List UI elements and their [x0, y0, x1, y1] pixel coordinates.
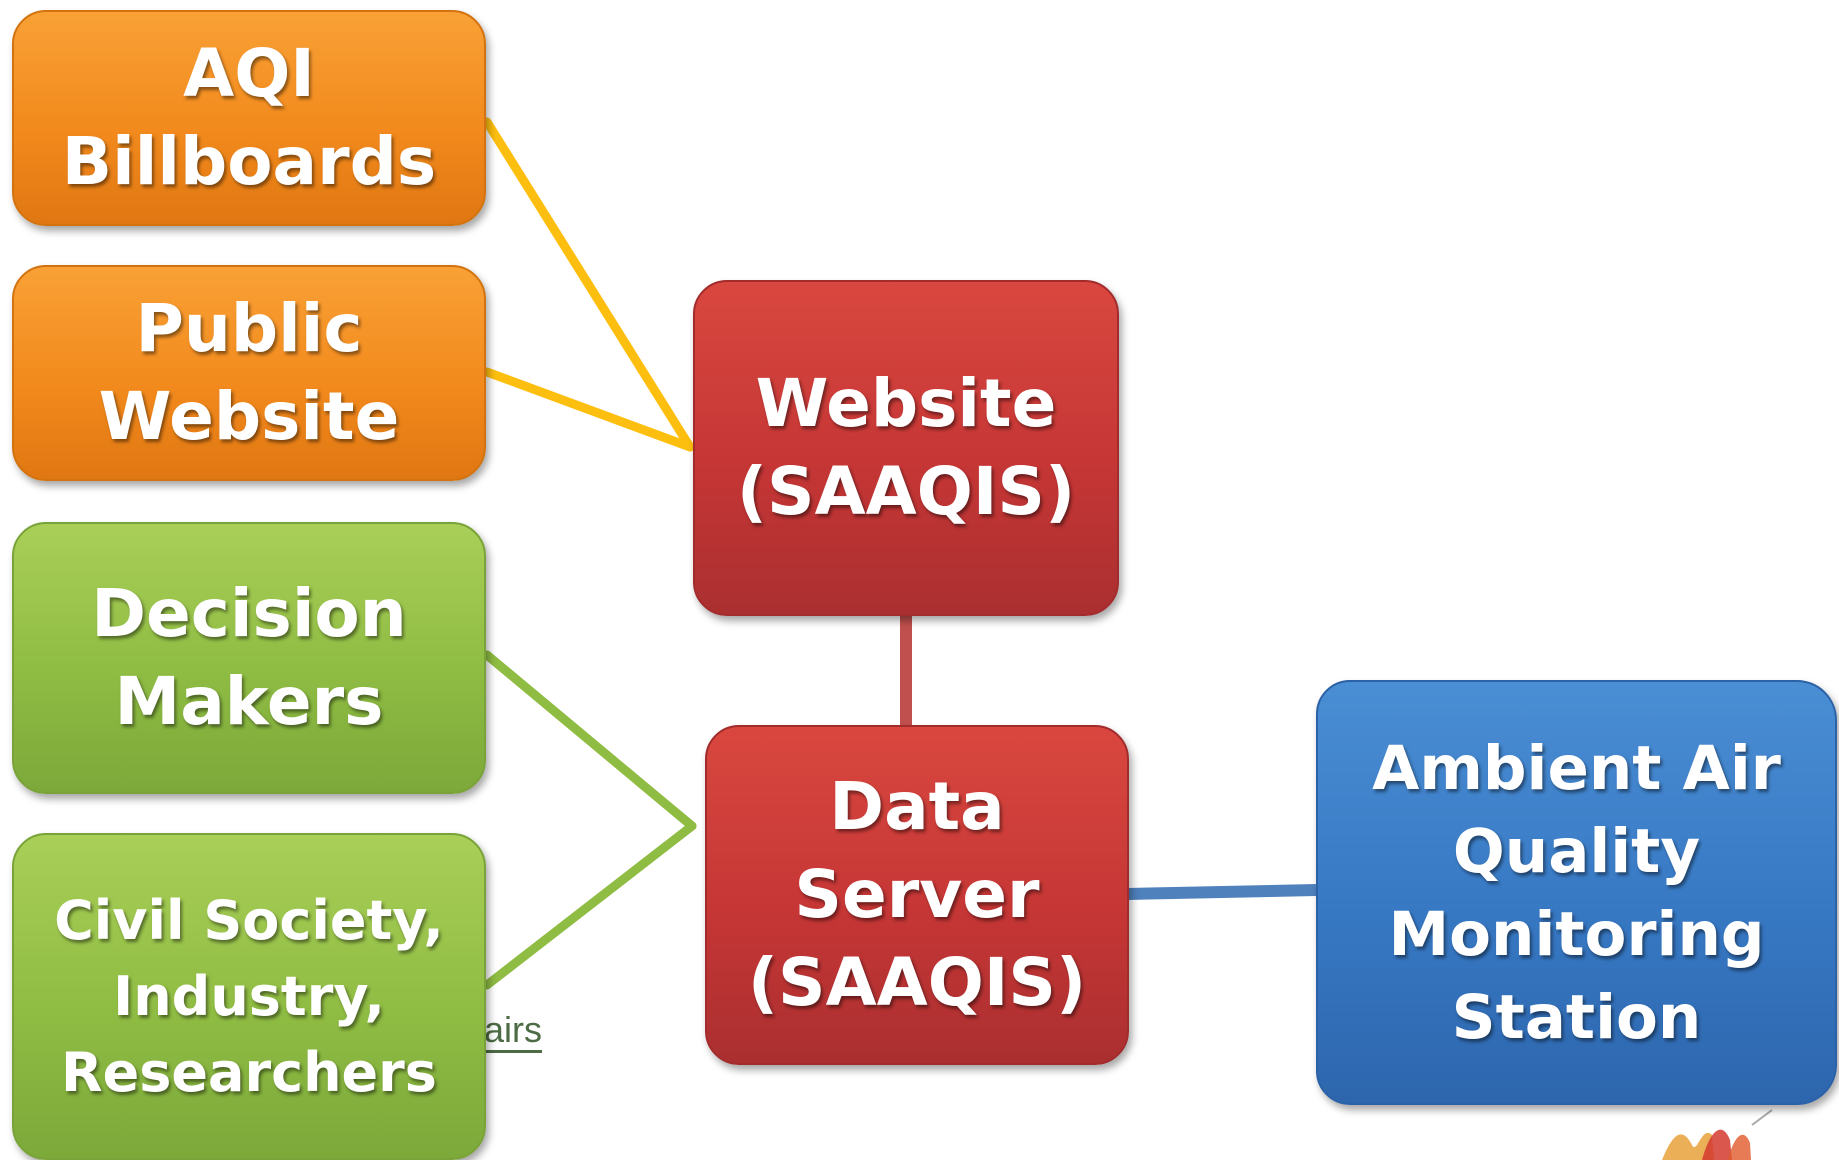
civil-society-line-3: Researchers: [61, 1040, 437, 1104]
background-text-fragment: airs: [484, 1010, 543, 1053]
public-website-box: Public Website: [12, 265, 486, 481]
aqi-billboards-line-1: AQI: [183, 35, 315, 112]
aqi-billboards-box: AQI Billboards: [12, 10, 486, 226]
monitoring-station-box: Ambient Air Quality Monitoring Station: [1316, 680, 1837, 1105]
decision-makers-box: Decision Makers: [12, 522, 486, 794]
civil-society-line-2: Industry,: [113, 964, 385, 1028]
data-server-box: Data Server (SAAQIS): [705, 725, 1129, 1065]
website-saaqis-line-2: (SAAQIS): [736, 453, 1076, 530]
data-server-line-1: Data: [829, 768, 1005, 845]
edge-billboards-to-website: [482, 117, 695, 452]
data-server-line-3: (SAAQIS): [747, 944, 1087, 1021]
website-saaqis-line-1: Website: [755, 365, 1057, 442]
edge-public-website-to-website: [482, 367, 695, 452]
public-website-line-1: Public: [135, 290, 363, 367]
background-logo-fragment: [1662, 1109, 1773, 1160]
monitoring-station-line-2: Quality: [1452, 815, 1701, 887]
monitoring-station-line-4: Station: [1451, 981, 1702, 1053]
edge-data-server-to-station: [1126, 884, 1317, 900]
edge-civil-society-to-data-server: [482, 821, 697, 990]
aqi-billboards-line-2: Billboards: [61, 123, 437, 200]
edge-decision-makers-to-data-server: [482, 650, 697, 831]
public-website-line-2: Website: [98, 378, 400, 455]
decision-makers-line-2: Makers: [114, 663, 384, 740]
monitoring-station-line-3: Monitoring: [1388, 898, 1765, 970]
website-saaqis-box: Website (SAAQIS): [693, 280, 1119, 616]
monitoring-station-line-1: Ambient Air: [1372, 732, 1781, 804]
civil-society-box: Civil Society, Industry, Researchers: [12, 833, 486, 1160]
data-server-line-2: Server: [794, 856, 1040, 933]
decision-makers-line-1: Decision: [91, 575, 407, 652]
civil-society-line-1: Civil Society,: [54, 888, 444, 952]
